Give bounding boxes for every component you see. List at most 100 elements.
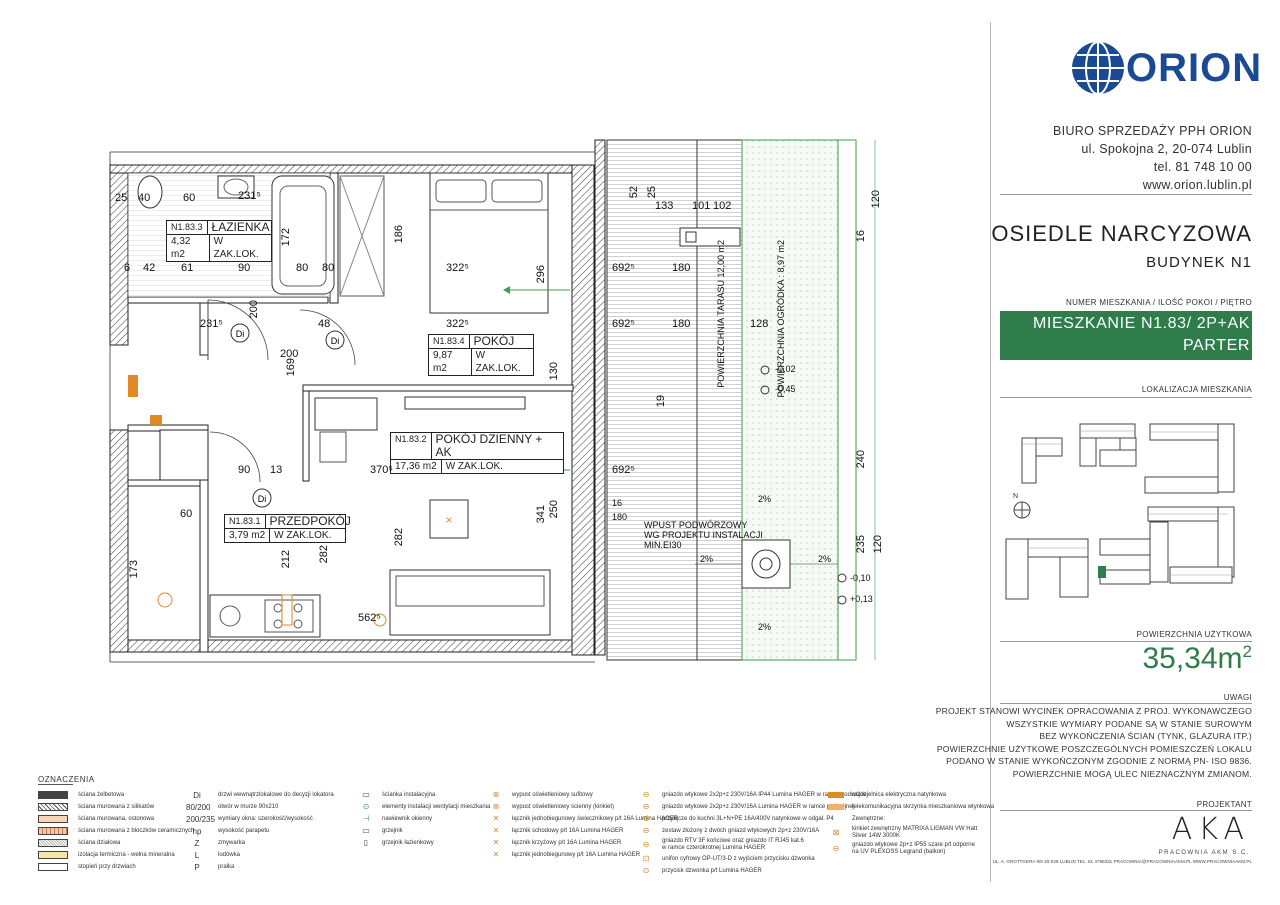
floor-plan: × Di Di Di	[109, 139, 876, 663]
legend-text: łącznik jednobiegunowy p/t 16A Lumina HA…	[512, 852, 641, 858]
dim: 52	[628, 186, 640, 199]
wall-light-icon: ⊗	[492, 802, 500, 811]
usable-area: 35,34m2	[1142, 642, 1252, 676]
dim: 282	[393, 528, 405, 547]
legend-text: Zewnętrzne:	[852, 816, 886, 822]
legend-symbol: hp	[192, 826, 202, 836]
dim: 341	[535, 505, 547, 524]
designer-caption: PROJEKTANT	[1196, 800, 1252, 809]
legend-text: gniazdo wtykowe 2p+z IP55 szare p/t odpo…	[852, 842, 975, 855]
location-map: N	[1000, 402, 1252, 622]
legend-symbol: 80/200	[186, 802, 211, 812]
location-caption: LOKALIZACJA MIESZKANIA	[1141, 385, 1252, 394]
divider	[1000, 397, 1252, 398]
legend-text: ściana działowa	[78, 840, 121, 846]
wall-icon: ▭	[362, 790, 370, 799]
legend-text: łącznik jednobiegunowy świecznikowy p/t …	[512, 816, 679, 822]
note-line: POWIERZCHNIE MOGĄ ULEC NIEZNACZNYM ZMIAN…	[1012, 768, 1252, 779]
dim: 370⁵	[370, 464, 393, 476]
room-id: N1.83.3	[171, 222, 203, 232]
dim: 19	[655, 395, 667, 408]
ceiling-light-icon: ⊗	[492, 790, 500, 799]
area-caption: POWIERZCHNIA UŻYTKOWA	[1136, 630, 1252, 639]
level-label: -0,45	[775, 384, 796, 394]
unit-box: MIESZKANIE N1.83/ 2P+AK PARTER	[1000, 311, 1252, 360]
intercom-icon: ⊡	[642, 854, 650, 863]
dim: 180	[672, 318, 691, 330]
swatch	[38, 863, 68, 871]
switch-icon: ✕	[492, 814, 500, 823]
level-label: +0,13	[850, 594, 873, 604]
dim: 25	[115, 192, 128, 204]
telecom-box-icon	[828, 804, 844, 810]
slope-label: 2%	[818, 554, 832, 564]
legend-text: telekomunikacyjna skrzynka mieszkaniowa …	[852, 804, 995, 810]
dim: 322⁵	[446, 318, 469, 330]
dim: 692⁵	[612, 262, 635, 274]
dim: 60	[183, 192, 196, 204]
site-plan-drawing: N	[1005, 423, 1235, 600]
legend-text: grzejnik	[382, 828, 403, 834]
switch-icon: ✕	[492, 826, 500, 835]
area-value: 35,34m	[1142, 642, 1243, 675]
room-note: W ZAK.LOK.	[440, 460, 507, 473]
dim: 296	[535, 265, 547, 284]
legend-text: ściana murowana z silikatów	[78, 804, 155, 810]
legend-text: elementy instalacji wentylacji mieszkani…	[382, 804, 491, 810]
legend-text: wysokość parapetu	[218, 828, 270, 834]
office-website[interactable]: www.orion.lublin.pl	[1142, 178, 1252, 192]
switch-icon: ✕	[492, 850, 500, 859]
dim: 186	[393, 225, 405, 244]
legend-text: łącznik schodowy p/t 16A Lumina HAGER	[512, 828, 624, 834]
dim: 80	[296, 262, 309, 274]
socket-icon: ⊖	[642, 802, 650, 811]
legend-electric-3: rozdzielnica elektryczna natynkowa telek…	[828, 789, 994, 857]
dim: 173	[128, 560, 140, 579]
svg-text:N: N	[1013, 493, 1018, 500]
legend-text: gniazdo wtykowe 2x2p+z 230V/16A IP44 Lum…	[662, 792, 868, 798]
dim: 60	[180, 508, 193, 520]
legend-text: wypust oświetleniowy sufitowy	[512, 792, 593, 798]
dim: 130	[548, 362, 560, 381]
dim: 180	[672, 262, 691, 274]
switch-icon: ✕	[492, 838, 500, 847]
orion-logo-text: ORION	[1126, 46, 1263, 90]
swatch	[38, 839, 68, 847]
dim: 200	[280, 348, 299, 360]
radiator-icon: ▭	[362, 826, 370, 835]
legend-symbol: Di	[193, 790, 201, 800]
svg-text:Di: Di	[258, 494, 267, 504]
dim: 42	[143, 262, 156, 274]
legend-text: przycisk dzwonka p/t Lumina HAGER	[662, 868, 762, 874]
legend-electric-2: ⊖ gniazdo wtykowe 2x2p+z 230V/16A IP44 Lu…	[638, 789, 868, 877]
swatch	[38, 851, 68, 859]
dim: 282	[318, 545, 330, 564]
office-name: BIURO SPRZEDAŻY PPH ORION	[1053, 124, 1252, 138]
room-area: 3,79 m2	[229, 530, 266, 541]
kitchen-connection-icon: ⊖	[642, 814, 650, 823]
distribution-board-icon	[828, 792, 844, 798]
note-line: PODANO W STANIE WYKOŃCZONYM ZGODNIE Z NO…	[946, 756, 1252, 766]
vent-arrow-icon: ⊣	[362, 814, 370, 823]
dim: 13	[270, 464, 283, 476]
dim: 562⁵	[358, 612, 381, 624]
swatch	[38, 791, 68, 799]
slope-label: 2%	[700, 554, 714, 564]
legend-text: zmywarka	[218, 840, 246, 846]
outdoor-light-icon: ⊠	[832, 828, 840, 837]
slope-label: 2%	[758, 622, 772, 632]
dim: 25	[646, 186, 658, 199]
room-name: PRZEDPOKÓJ	[264, 515, 355, 528]
dim: 235	[855, 535, 867, 554]
note-line: BEZ WYKOŃCZENIA ŚCIAN (TYNK, GLAZURA ITP…	[1039, 731, 1252, 741]
dim: 101	[692, 200, 711, 212]
legend-text: wymiary okna: szerokość/wysokość	[218, 816, 313, 822]
dim: 200	[248, 300, 260, 319]
legend-text: pralka	[218, 864, 235, 870]
globe-icon	[1072, 41, 1124, 95]
legend-symbol: 200/235	[186, 814, 215, 824]
dim: 90	[238, 464, 251, 476]
